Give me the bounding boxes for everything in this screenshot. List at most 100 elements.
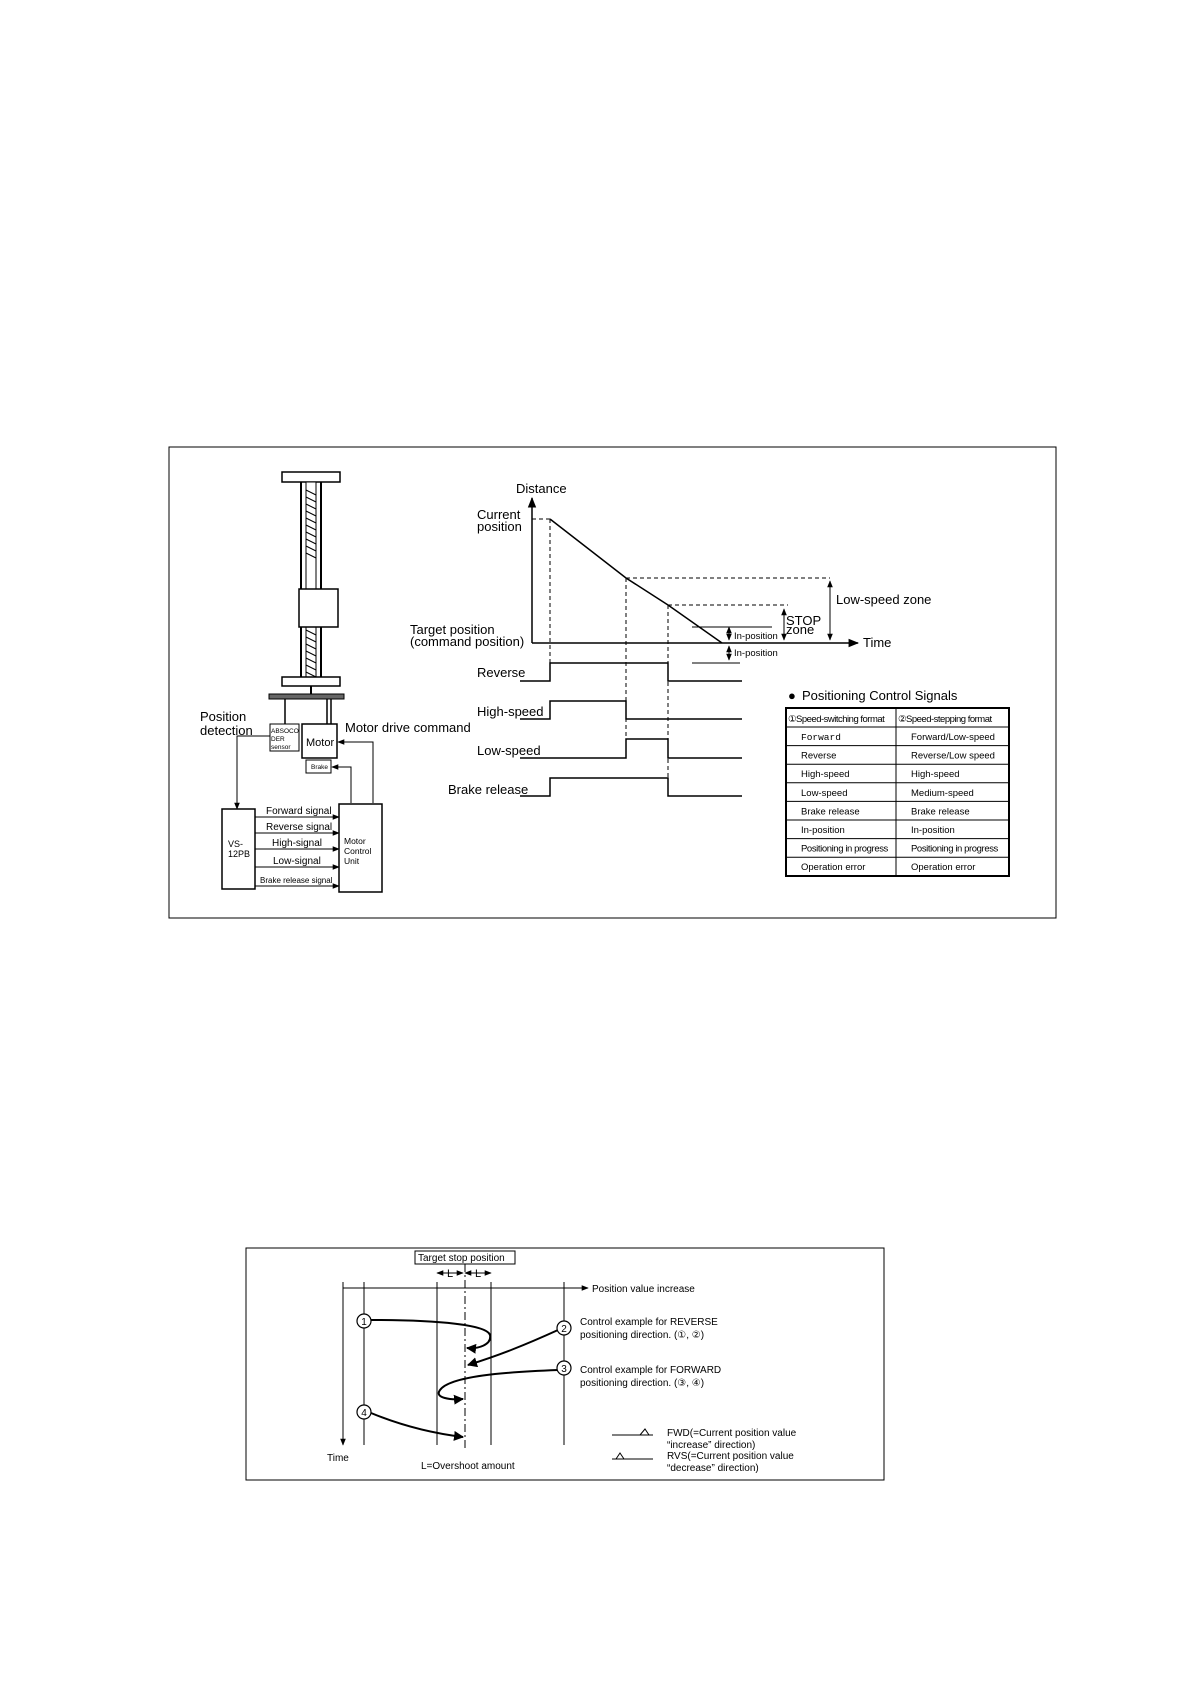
distance-time-graph xyxy=(527,496,860,795)
table-cell: Positioning in progress xyxy=(801,844,889,855)
table-cell: High-speed xyxy=(911,769,960,780)
bottom-plate xyxy=(281,676,341,687)
table-cell: Operation error xyxy=(801,862,865,873)
high-speed-timing-label: High-speed xyxy=(477,704,544,719)
figure-1: Position detection ABSOCO DER sensor Mot… xyxy=(168,446,1057,919)
l-right-label: L xyxy=(475,1268,481,1280)
rvs-legend-label-2: “decrease” direction) xyxy=(667,1463,759,1474)
sensor-label-2: DER xyxy=(271,736,285,743)
path-4 xyxy=(370,1412,464,1441)
l-left-label: L xyxy=(447,1268,453,1280)
brake-release-timing-label: Brake release xyxy=(448,782,528,797)
timing-waveforms xyxy=(520,662,742,797)
position-detection-label-2: detection xyxy=(200,723,253,738)
marker-1: 1 xyxy=(356,1313,372,1329)
fwd-legend-symbol xyxy=(612,1428,653,1436)
forward-signal-label: Forward signal xyxy=(266,806,332,817)
high-speed-waveform xyxy=(520,700,742,720)
ball-screw-mechanism xyxy=(268,471,345,724)
reverse-example-label-1: Control example for REVERSE xyxy=(580,1317,718,1328)
low-speed-timing-label: Low-speed xyxy=(477,743,541,758)
target-position-label-2: (command position) xyxy=(410,634,524,649)
figure-1-frame xyxy=(168,446,1057,919)
position-detection-label-1: Position xyxy=(200,709,246,724)
table-header-2: ②Speed-stepping format xyxy=(898,714,992,725)
rvs-legend-symbol xyxy=(612,1452,653,1460)
gear-belt xyxy=(268,693,345,700)
svg-text:3: 3 xyxy=(561,1364,567,1375)
current-position-label-2: position xyxy=(477,519,522,534)
marker-3: 3 xyxy=(556,1360,572,1376)
table-cell: Forward/Low-speed xyxy=(911,732,995,743)
in-position-upper-label: In-position xyxy=(734,631,778,642)
brake-label: Brake xyxy=(311,764,328,771)
table-cell: Operation error xyxy=(911,862,975,873)
brake-release-signal-label: Brake release signal xyxy=(260,876,333,885)
low-signal-label: Low-signal xyxy=(273,856,321,867)
low-speed-waveform xyxy=(520,738,742,759)
graph-guide-lines xyxy=(549,519,830,795)
table-cell: Brake release xyxy=(801,806,860,817)
absocoder-sensor-box xyxy=(269,723,300,752)
position-detection-arrow xyxy=(234,735,270,810)
path-3 xyxy=(437,1369,559,1405)
fwd-legend-label-2: “increase” direction) xyxy=(667,1440,755,1451)
table-cell: Forward xyxy=(801,732,841,743)
vs-12pb-label-2: 12PB xyxy=(228,849,250,859)
svg-text:4: 4 xyxy=(361,1408,367,1419)
reverse-timing-label: Reverse xyxy=(477,665,525,680)
figure-2-frame xyxy=(245,1247,885,1481)
target-position-label-1: Target position xyxy=(410,622,495,637)
brake-feedback-arrow xyxy=(331,764,352,803)
fwd-legend-label-1: FWD(=Current position value xyxy=(667,1428,797,1439)
table-cell: Low-speed xyxy=(801,788,847,799)
sensor-label-3: sensor xyxy=(271,744,291,751)
stop-zone-label-1: STOP xyxy=(786,613,821,628)
position-value-increase-label: Position value increase xyxy=(592,1284,695,1295)
forward-example-label-1: Control example for FORWARD xyxy=(580,1365,721,1376)
motor-drive-command-arrow xyxy=(337,739,374,803)
path-2 xyxy=(467,1329,559,1368)
signals-table: ● Positioning Control Signals ①Speed-swi… xyxy=(785,688,1010,877)
table-cell: Reverse/Low speed xyxy=(911,751,995,762)
signals-table-title: Positioning Control Signals xyxy=(802,688,958,703)
low-speed-zone-label: Low-speed zone xyxy=(836,592,931,607)
vs-12pb-label-1: VS- xyxy=(228,839,243,849)
stop-zone-label-2: zone xyxy=(786,622,814,637)
table-cell: Medium-speed xyxy=(911,788,974,799)
target-stop-position-label: Target stop position xyxy=(418,1253,505,1264)
table-cell: Reverse xyxy=(801,751,836,762)
top-plate xyxy=(281,471,341,483)
motor-control-unit-label-1: Motor xyxy=(344,836,366,846)
reverse-signal-label: Reverse signal xyxy=(266,822,332,833)
time-label: Time xyxy=(863,635,891,650)
overshoot-label: L=Overshoot amount xyxy=(421,1461,515,1472)
motor-control-unit-label-2: Control xyxy=(344,846,372,856)
screw-thread xyxy=(305,489,317,678)
marker-4: 4 xyxy=(356,1404,372,1420)
table-cell: In-position xyxy=(801,825,845,836)
signals-table-bullet: ● xyxy=(788,688,796,703)
path-1 xyxy=(370,1319,492,1354)
forward-example-label-2: positioning direction. (③, ④) xyxy=(580,1378,704,1389)
brake-box xyxy=(305,759,332,774)
reverse-example-label-2: positioning direction. (①, ②) xyxy=(580,1330,704,1341)
motor-control-unit-label-3: Unit xyxy=(344,856,360,866)
table-cell: In-position xyxy=(911,825,955,836)
motor-label: Motor xyxy=(306,737,334,749)
marker-2: 2 xyxy=(556,1320,572,1336)
brake-release-waveform xyxy=(520,777,742,797)
table-cell: Brake release xyxy=(911,806,970,817)
current-position-label-1: Current xyxy=(477,507,521,522)
svg-text:2: 2 xyxy=(561,1324,567,1335)
in-position-lower-label: In-position xyxy=(734,648,778,659)
table-header-1: ①Speed-switching format xyxy=(788,714,885,725)
sensor-label-1: ABSOCO xyxy=(271,728,299,735)
motor-drive-command-label: Motor drive command xyxy=(345,720,471,735)
signal-lines xyxy=(255,814,340,889)
slider-block xyxy=(298,588,339,628)
table-cell: High-speed xyxy=(801,769,850,780)
high-signal-label: High-signal xyxy=(272,838,322,849)
time-label-2: Time xyxy=(327,1453,349,1464)
